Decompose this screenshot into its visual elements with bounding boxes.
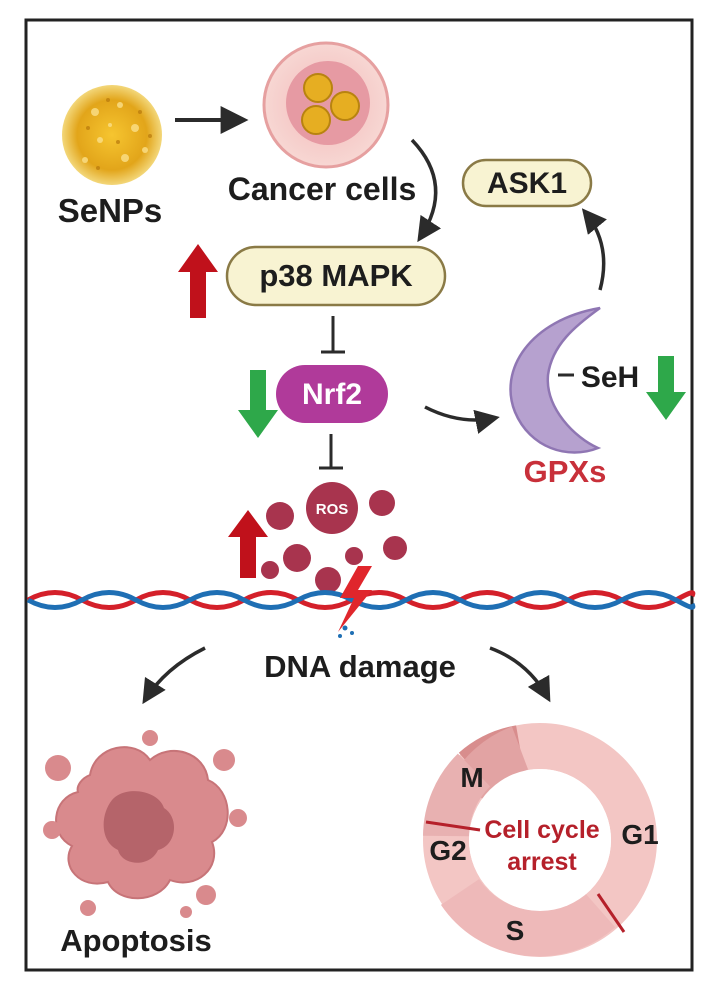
arrow-to-apoptosis [142, 646, 206, 705]
gpx-enzyme-icon [509, 306, 602, 454]
dna-damage-label: DNA damage [264, 649, 456, 684]
dna-helix-icon [26, 590, 696, 610]
inhibit-p38-to-nrf2 [321, 316, 345, 354]
inhibit-nrf2-to-ros [319, 434, 343, 470]
arrow-gpx-to-ask1 [581, 208, 607, 291]
phase-g1-label: G1 [621, 819, 658, 850]
p38-up-arrow-icon [178, 244, 218, 318]
damage-lightning-icon [338, 566, 372, 632]
dna-break-dots [338, 625, 354, 638]
p38-mapk-label: p38 MAPK [259, 258, 413, 293]
cell-cycle-label-line1: Cell cycle [484, 816, 599, 844]
p38-mapk-node [225, 245, 447, 307]
gpx-down-arrow-icon [646, 356, 686, 420]
cancer-cells-label: Cancer cells [228, 171, 417, 207]
cell-cycle-label-line2: arrest [507, 848, 577, 876]
seh-label: SeH [581, 361, 639, 394]
arrow-nrf2-to-gpx [424, 405, 500, 434]
checkpoint-mark-g1 [596, 893, 626, 933]
phase-s-label: S [506, 915, 525, 946]
senps-label: SeNPs [58, 192, 163, 229]
ros-label: ROS [316, 501, 349, 518]
cell-cycle-ring [423, 723, 657, 957]
apoptotic-cell-icon [43, 730, 247, 918]
phase-m-label: M [460, 762, 483, 793]
nrf2-down-arrow-icon [238, 370, 278, 438]
ros-cluster-icon [261, 482, 407, 593]
nrf2-label: Nrf2 [302, 378, 362, 411]
arrow-to-cell-cycle [489, 646, 551, 703]
figure-frame [24, 18, 694, 972]
phase-g2-label: G2 [429, 835, 466, 866]
arrow-cell-to-p38 [410, 138, 442, 243]
checkpoint-mark-g2 [425, 820, 481, 832]
gpxs-label: GPXs [524, 454, 607, 489]
senps-particle-icon [62, 85, 162, 185]
ask1-label: ASK1 [487, 167, 567, 200]
apoptosis-label: Apoptosis [60, 923, 212, 958]
cancer-cell-icon [262, 41, 390, 169]
nrf2-node [276, 365, 388, 423]
ask1-node [461, 158, 593, 208]
ros-up-arrow-icon [228, 510, 268, 578]
